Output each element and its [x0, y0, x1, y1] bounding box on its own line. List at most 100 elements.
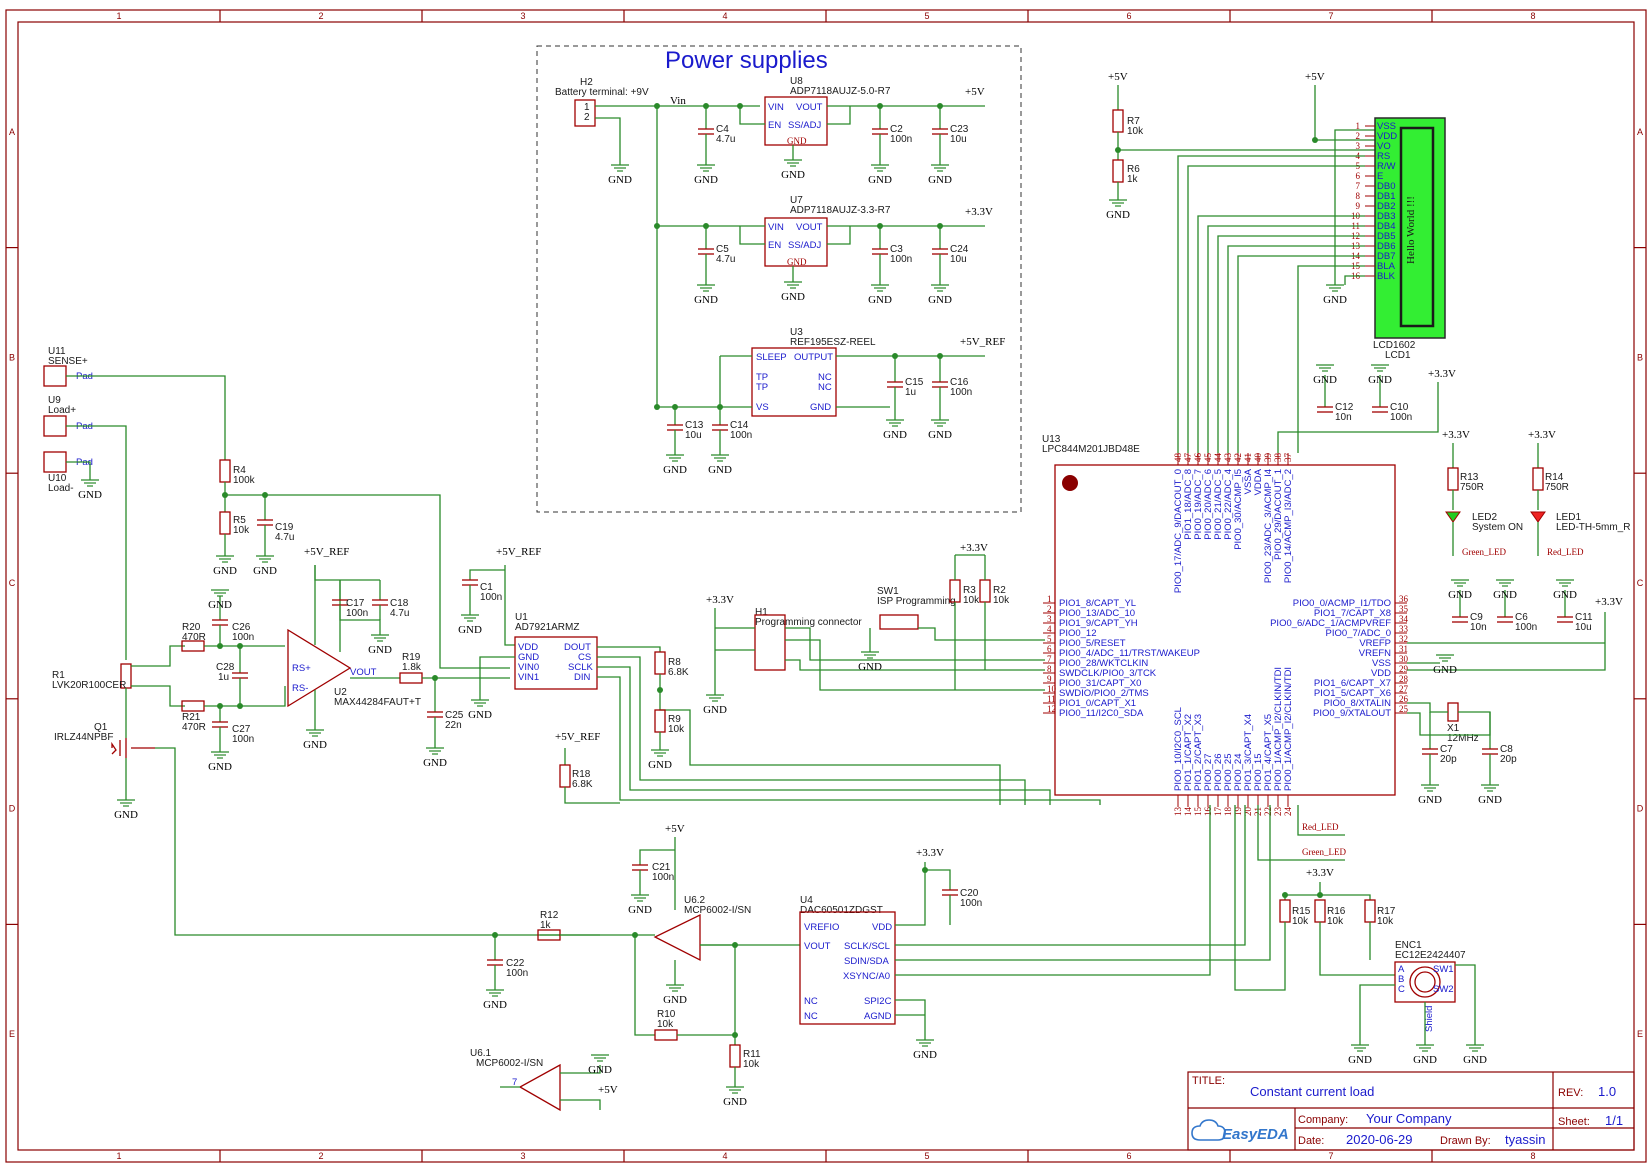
cap-val: 4.7u [716, 134, 735, 145]
gnd-symbol: GND [303, 729, 327, 751]
u13-bottom-pin-num: 19 [1233, 807, 1243, 817]
u3-out-net: +5V_REF [960, 336, 1005, 348]
c26-ref: C26 [232, 622, 251, 633]
wire-junction [937, 103, 943, 109]
r14-resistor [1532, 467, 1544, 491]
gnd-symbol: GND [1493, 579, 1517, 601]
wire-junction [222, 492, 228, 498]
u13-top-pin-num: 42 [1233, 453, 1243, 462]
cap-ref: C24 [950, 244, 969, 255]
lcd-pin-num: 1 [1356, 121, 1361, 131]
sw1-switch[interactable] [879, 614, 919, 630]
tb-rev-label: REV: [1558, 1087, 1583, 1099]
wire-junction [703, 223, 709, 229]
u2-part: MAX44284FAUT+T [334, 697, 421, 708]
gnd-label: GND [858, 661, 882, 673]
u13-bottom-pin-num: 24 [1283, 807, 1293, 817]
r19-ref: R19 [402, 652, 421, 663]
mcu-vdda-wire [1277, 382, 1439, 453]
c1-wire [469, 569, 505, 580]
c21-val: 100n [652, 872, 674, 883]
u13-top-pin-num: 41 [1243, 453, 1253, 462]
u61-ref: U6.1 [470, 1048, 492, 1059]
u13-bottom-pin-label: PIO0_24 [1233, 754, 1244, 792]
u13-top-pin-label: PIO0_19/ADC_7 [1193, 469, 1204, 540]
u9-box [43, 415, 67, 437]
gnd-label: GND [608, 174, 632, 186]
cap-ref: C14 [730, 420, 749, 431]
r11-resistor [729, 1044, 741, 1068]
lcd-r7-v5-net: +5V [1108, 71, 1128, 83]
wire-junction [492, 932, 498, 938]
u8-regulator [764, 96, 828, 146]
u13-bottom-pin-label: PIO0_25 [1223, 754, 1234, 792]
r14-val: 750R [1545, 482, 1569, 493]
u4-sdin-wire [895, 805, 1271, 961]
u13-bottom-pin-label: PIO0_26 [1213, 754, 1224, 792]
cap-val: 10n [1470, 622, 1487, 633]
r18-vref-net: +5V_REF [555, 731, 600, 743]
r16-ref: R16 [1327, 906, 1346, 917]
led1-v33-net: +3.3V [1528, 429, 1556, 441]
gnd-label: GND [1418, 794, 1442, 806]
c20-val: 100n [960, 898, 982, 909]
u11-ref: U11 [48, 346, 66, 357]
gnd-label: GND [1106, 209, 1130, 221]
wire-junction [732, 1032, 738, 1038]
u13-left-pin-num: 3 [1047, 614, 1052, 624]
h2-pin1: 1 [584, 102, 590, 113]
u4-ref: U4 [800, 895, 813, 906]
u13-left-pin-label: PIO0_12 [1059, 628, 1097, 639]
h2-ref: H2 [580, 77, 593, 88]
ruler-col-bottom: 6 [1126, 1151, 1131, 1161]
wire-junction [937, 353, 943, 359]
u4-spi2c-wire [895, 999, 926, 1040]
u7-regulator [764, 217, 828, 267]
h2-gnd-wire [595, 117, 621, 165]
u8-pin-vout: VOUT [796, 102, 823, 113]
cap-ref: C16 [950, 377, 969, 388]
gnd-label: GND [1448, 589, 1472, 601]
tb-date-label: Date: [1298, 1135, 1324, 1147]
wire-junction [892, 353, 898, 359]
u1-pin-gnd: GND [518, 652, 539, 663]
gnd-symbol: GND [928, 419, 952, 441]
u9-name: Load+ [48, 405, 76, 416]
lcd-data-wire [1177, 155, 1365, 453]
u13-bottom-pin-label: PIO1_1/CAPT_X2 [1183, 714, 1194, 791]
u13-left-pin-num: 7 [1047, 654, 1052, 664]
u13-bottom-pin-num: 15 [1193, 807, 1203, 817]
u8-en-wire [739, 106, 765, 125]
enc-ref: ENC1 [1395, 940, 1422, 951]
u13-bottom-pin-label: PIO1_2/CAPT_X3 [1193, 714, 1204, 791]
u13-top-pin-num: 43 [1223, 453, 1233, 463]
u4-xsync-wire [895, 805, 1211, 976]
u4-sclk-wire [895, 805, 1246, 946]
r7-ref: R7 [1127, 116, 1140, 127]
u13-bottom-pin-label: PIO1_4/CAPT_X5 [1263, 714, 1274, 791]
lcd-pin-label: E [1377, 171, 1383, 182]
cap-val: 20p [1500, 754, 1517, 765]
u13-right-pin-label: PIO1_5/CAPT_X6 [1314, 688, 1391, 699]
lcd-pin-label: R/W [1377, 161, 1396, 172]
wire-junction [937, 223, 943, 229]
sw1-ref: SW1 [877, 586, 899, 597]
gnd-label: GND [368, 644, 392, 656]
wire-junction [1282, 892, 1288, 898]
u61-gnd-wire [560, 1065, 601, 1074]
x1-out-wire [1407, 711, 1491, 736]
u9-ref: U9 [48, 395, 61, 406]
gnd-symbol: GND [608, 164, 632, 186]
gnd-label: GND [253, 565, 277, 577]
u13-top-pin-label: PIO0_17/ADC_9/DACOUT_0 [1173, 469, 1184, 593]
u13-right-pin-label: PIO0_8/XTALIN [1324, 698, 1392, 709]
u13-bottom-pin-num: 17 [1213, 807, 1223, 817]
gnd-symbol: GND [1413, 1044, 1437, 1066]
h1-desc: Programming connector [755, 617, 862, 628]
gnd-symbol: GND [1553, 579, 1577, 601]
u13-left-pin-num: 8 [1047, 664, 1052, 674]
